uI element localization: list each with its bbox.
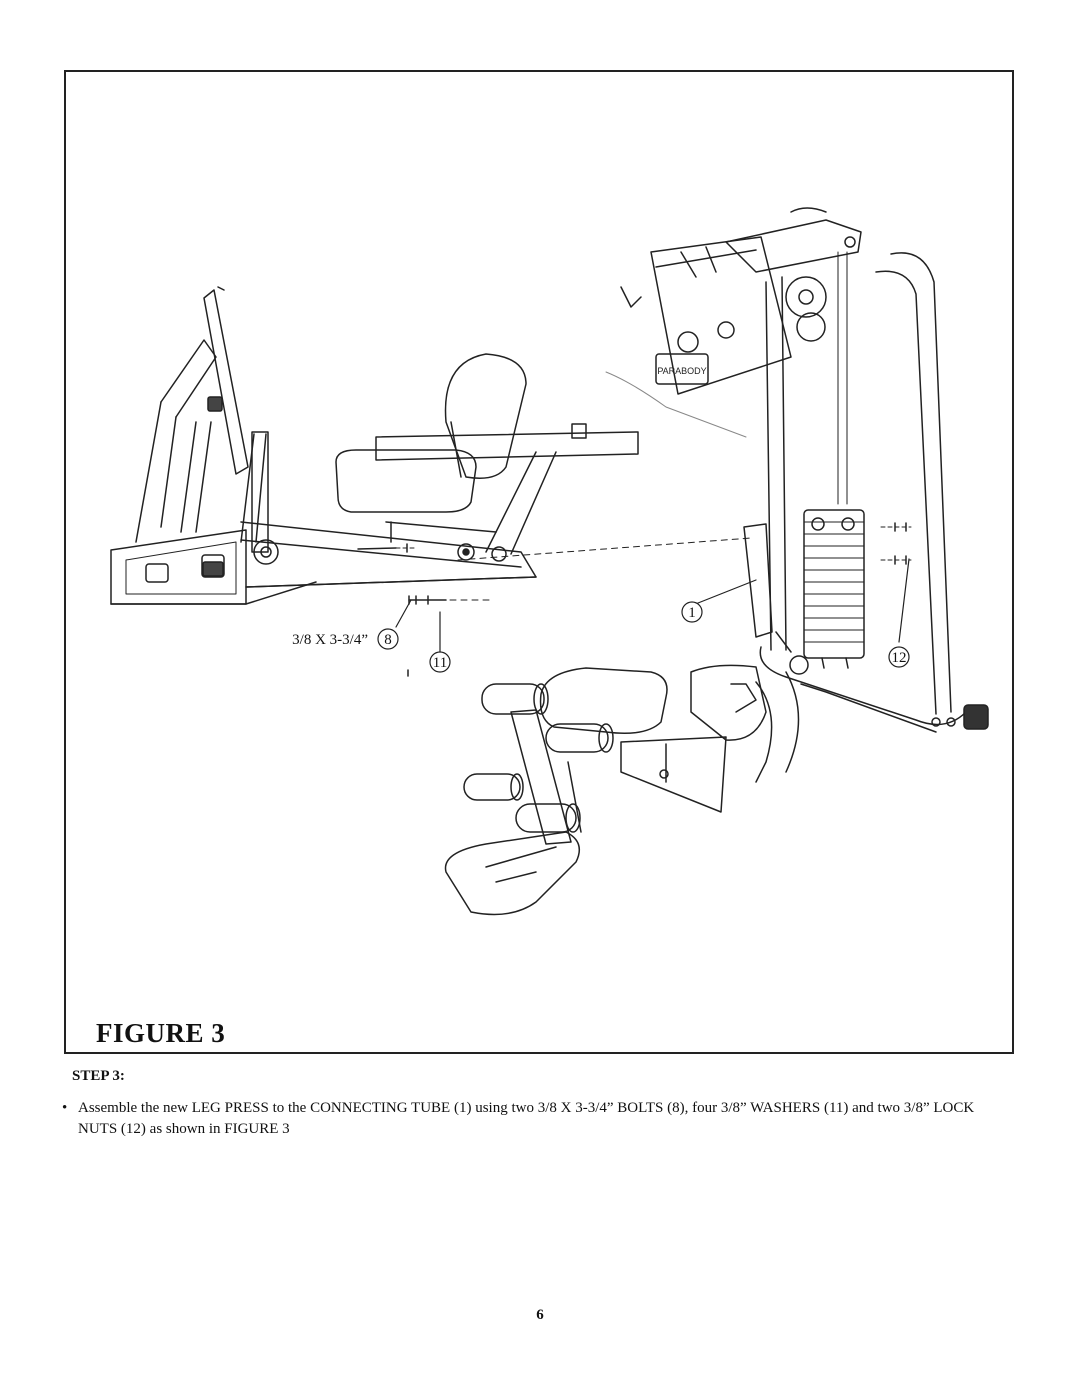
callout-12-label: 12	[892, 650, 907, 666]
callout-1-label: 1	[688, 605, 696, 621]
callout-8: 8	[377, 628, 399, 650]
figure-caption: FIGURE 3	[96, 1018, 226, 1048]
callout-11-label: 11	[433, 655, 447, 671]
leg-press-assembly-illustration: PARABODY	[110, 207, 989, 916]
page-number: 6	[536, 1307, 544, 1323]
figure-frame: PARABODY	[64, 70, 1014, 1054]
machine-brand-label: PARABODY	[657, 366, 706, 376]
callout-8-label: 8	[384, 632, 392, 648]
bolt-size-label: 3/8 X 3-3/4”	[292, 632, 368, 648]
callout-11: 11	[429, 651, 451, 673]
step-heading: STEP 3:	[72, 1068, 125, 1084]
bullet-marker: •	[62, 1100, 68, 1116]
gym-station-unit: PARABODY	[605, 207, 989, 733]
callout-leaders	[395, 558, 910, 653]
callout-1: 1	[681, 601, 703, 623]
leg-press-unit	[110, 286, 752, 677]
step-instruction-text: Assemble the new LEG PRESS to the CONNEC…	[78, 1100, 975, 1137]
step-instruction: • Assemble the new LEG PRESS to the CONN…	[62, 1098, 992, 1140]
leg-extension-unit	[444, 664, 800, 916]
callout-12: 12	[888, 646, 910, 668]
